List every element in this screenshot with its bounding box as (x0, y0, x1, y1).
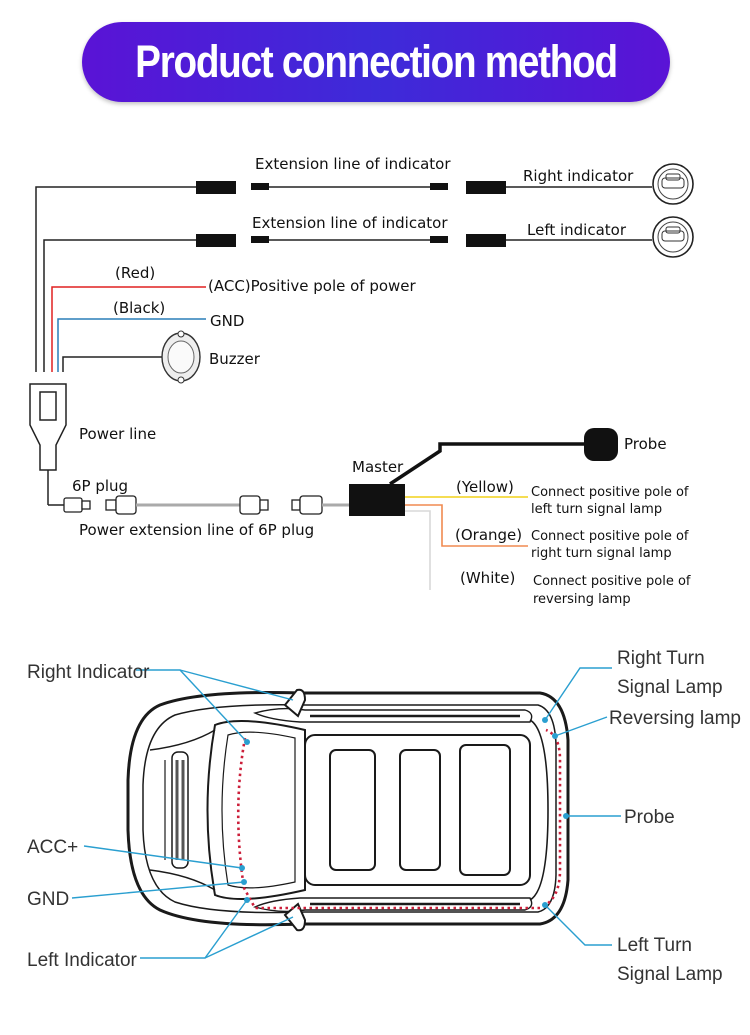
page-title: Product connection method (135, 36, 618, 87)
orange-desc-1: Connect positive pole of (531, 529, 689, 544)
orange-wire (405, 504, 528, 547)
white-label: (White) (460, 569, 515, 587)
car-left-turn-label-2: Signal Lamp (617, 964, 723, 985)
indicator-connectors (196, 181, 506, 247)
car-right-turn-label-1: Right Turn (617, 648, 705, 669)
orange-label: (Orange) (455, 526, 522, 544)
buzzer-icon (161, 330, 201, 384)
car-gnd-label: GND (27, 889, 69, 910)
left-indicator-label: Left indicator (527, 221, 627, 239)
white-wire (405, 510, 431, 590)
probe-wire (389, 442, 584, 486)
yellow-label: (Yellow) (456, 478, 514, 496)
orange-desc-2: right turn signal lamp (531, 546, 672, 561)
yellow-desc-2: left turn signal lamp (531, 502, 662, 517)
buzzer-label: Buzzer (209, 350, 261, 368)
car-left-indicator-label: Left Indicator (27, 950, 138, 971)
six-pin-extension (63, 495, 350, 515)
ext-line-label-2: Extension line of indicator (252, 214, 448, 232)
plug-6p-label: 6P plug (72, 477, 128, 495)
right-indicator-label: Right indicator (523, 167, 634, 185)
car-illustration (126, 688, 570, 932)
black-wire-label: (Black) (113, 299, 165, 317)
car-reversing-lamp-label: Reversing lamp (609, 708, 741, 729)
callout-lines (71, 667, 621, 959)
probe-icon (584, 428, 618, 461)
master-label: Master (352, 458, 404, 476)
left-indicator-icon (652, 216, 694, 258)
ext-line-label-1: Extension line of indicator (255, 155, 451, 173)
master-module (349, 484, 405, 516)
acc-label: (ACC)Positive pole of power (208, 277, 417, 295)
right-indicator-icon (652, 163, 694, 205)
probe-label: Probe (624, 435, 667, 453)
red-acc-wire (51, 286, 206, 372)
white-desc-2: reversing lamp (533, 592, 631, 607)
black-gnd-wire (57, 318, 206, 372)
car-acc-label: ACC+ (27, 837, 78, 858)
red-wire-label: (Red) (115, 264, 155, 282)
buzzer-wire (62, 356, 168, 372)
indicator-wires (35, 186, 652, 372)
power-ext-label: Power extension line of 6P plug (79, 521, 314, 539)
car-right-indicator-label: Right Indicator (27, 662, 150, 683)
car-left-turn-label-1: Left Turn (617, 935, 692, 956)
power-harness (29, 383, 67, 506)
car-probe-label: Probe (624, 807, 675, 828)
callout-dots (239, 717, 569, 908)
power-line-label: Power line (79, 425, 156, 443)
gnd-label: GND (210, 312, 244, 330)
yellow-desc-1: Connect positive pole of (531, 485, 689, 500)
white-desc-1: Connect positive pole of (533, 574, 691, 589)
car-right-turn-label-2: Signal Lamp (617, 677, 723, 698)
title-banner: Product connection method (82, 22, 670, 102)
